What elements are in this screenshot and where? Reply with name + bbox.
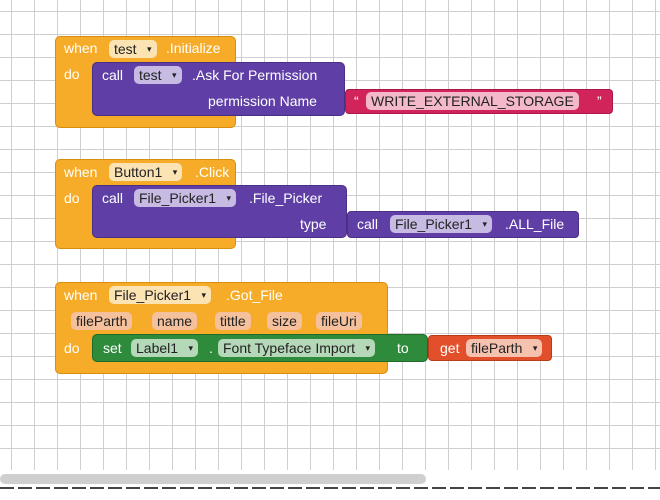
set-label: set — [103, 340, 122, 356]
get-label: get — [440, 340, 460, 356]
component-dropdown[interactable]: test ▾ — [109, 40, 157, 58]
dot-separator: . — [209, 340, 213, 356]
when-label: when — [64, 164, 98, 180]
set-component-dropdown[interactable]: Label1 ▾ — [131, 339, 199, 357]
inner-method-name: .ALL_File — [505, 216, 565, 232]
chevron-down-icon: ▾ — [172, 167, 178, 177]
inner-component-label: File_Picker1 — [395, 216, 473, 232]
event-name: .Click — [195, 164, 230, 180]
param-label: type — [300, 216, 327, 232]
chevron-down-icon: ▾ — [365, 343, 371, 353]
component-dropdown-label: Button1 — [114, 164, 163, 180]
set-component-label: Label1 — [136, 340, 179, 356]
call-label: call — [102, 190, 124, 206]
do-label: do — [64, 340, 80, 356]
call-label: call — [102, 67, 124, 83]
param-label: permission Name — [208, 93, 317, 109]
chevron-down-icon: ▾ — [172, 70, 177, 80]
call-component-dropdown[interactable]: test ▾ — [134, 66, 182, 84]
quote-close: ” — [597, 93, 602, 109]
chevron-down-icon: ▾ — [532, 343, 538, 353]
event-name: .Initialize — [166, 40, 221, 56]
component-dropdown-label: File_Picker1 — [114, 287, 192, 303]
call-component-label: File_Picker1 — [139, 190, 217, 206]
chevron-down-icon: ▾ — [482, 219, 488, 229]
when-label: when — [64, 287, 98, 303]
chevron-down-icon: ▾ — [147, 44, 152, 54]
bottom-divider — [0, 487, 660, 489]
component-dropdown[interactable]: Button1 ▾ — [109, 163, 183, 181]
call-component-label: test — [139, 67, 162, 83]
call-component-dropdown[interactable]: File_Picker1 ▾ — [134, 189, 237, 207]
param-size[interactable]: size — [267, 312, 302, 330]
property-dropdown[interactable]: Font Typeface Import ▾ — [218, 339, 376, 357]
to-label: to — [397, 340, 409, 356]
quote-open: “ — [354, 93, 359, 109]
component-dropdown-label: test — [114, 41, 137, 57]
method-name: .File_Picker — [249, 190, 323, 206]
param-fileuri[interactable]: fileUri — [316, 312, 362, 330]
string-value-field[interactable]: WRITE_EXTERNAL_STORAGE — [366, 92, 579, 110]
method-name: .Ask For Permission — [192, 67, 318, 83]
chevron-down-icon: ▾ — [188, 343, 194, 353]
when-label: when — [64, 40, 98, 56]
get-variable-label: fileParth — [471, 340, 523, 356]
do-label: do — [64, 190, 80, 206]
get-variable-dropdown[interactable]: fileParth ▾ — [466, 339, 543, 357]
param-tittle[interactable]: tittle — [215, 312, 251, 330]
horizontal-scrollbar[interactable] — [0, 474, 426, 484]
property-label: Font Typeface Import — [223, 340, 356, 356]
param-name[interactable]: name — [152, 312, 198, 330]
inner-call-label: call — [357, 216, 379, 232]
do-label: do — [64, 66, 80, 82]
chevron-down-icon: ▾ — [226, 193, 232, 203]
inner-component-dropdown[interactable]: File_Picker1 ▾ — [390, 215, 493, 233]
component-dropdown[interactable]: File_Picker1 ▾ — [109, 286, 212, 304]
event-name: .Got_File — [226, 287, 283, 303]
param-fileparth[interactable]: fileParth — [71, 312, 133, 330]
chevron-down-icon: ▾ — [201, 290, 207, 300]
